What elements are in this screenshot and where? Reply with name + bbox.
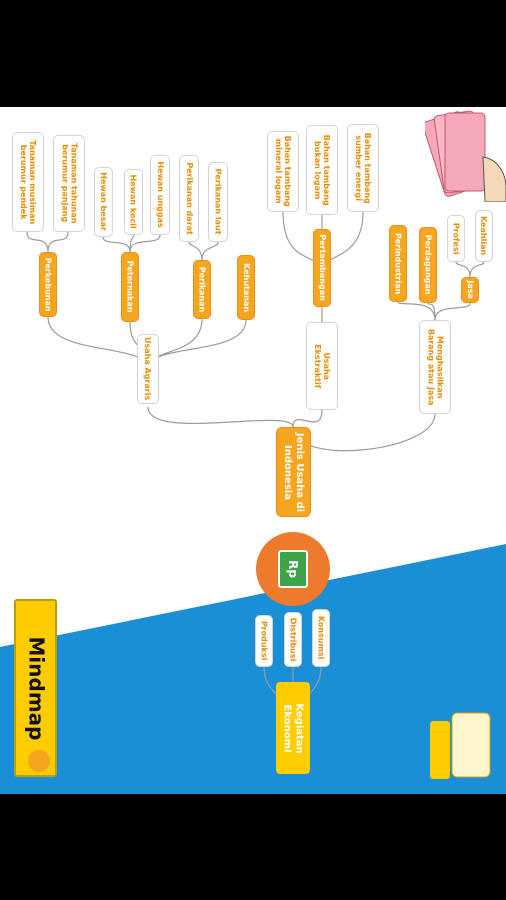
group-peternakan-label: Peternakan [125, 261, 135, 313]
logo-badge [451, 712, 491, 778]
group-perdagangan: Perdagangan [419, 227, 437, 303]
blue-wave-shape [0, 544, 506, 794]
kegiatan-ekonomi-title: Kegiatan Ekonomi [276, 682, 310, 774]
logo-shape [430, 721, 450, 779]
group-jasa-label: Jasa [465, 280, 475, 300]
kegiatan-ekonomi-label: Kegiatan Ekonomi [282, 702, 305, 754]
rp-text: Rp [286, 560, 300, 578]
group-perkebunan: Perkebunan [39, 252, 57, 317]
group-perindustrian-label: Perindustrian [393, 232, 403, 295]
leaf-perikanan-laut: Perikanan laut [208, 162, 228, 242]
leaf-bahan-energi-label: Bahan tambang sumber energi [354, 132, 373, 204]
money-icon: Rp [256, 532, 330, 606]
group-perkebunan-label: Perkebunan [43, 257, 53, 312]
branch-agraris-label: Usaha Agraris [143, 337, 153, 401]
leaf-keahlian-label: Keahlian [479, 216, 489, 256]
kegiatan-produksi-label: Produksi [259, 621, 269, 661]
leaf-keahlian: Keahlian [475, 210, 493, 262]
mango-icon [28, 750, 50, 772]
branch-ekstraktif-label: Usaha Ekstraktif [313, 343, 332, 389]
kegiatan-distribusi-label: Distribusi [288, 617, 298, 662]
group-peternakan: Peternakan [121, 252, 139, 322]
kegiatan-produksi: Produksi [255, 615, 273, 667]
leaf-hewan-unggas: Hewan unggas [150, 155, 170, 235]
branch-barang-jasa-label: Menghasilkan Barang atau Jasa [426, 328, 445, 406]
leaf-perikanan-darat: Perikanan darat [179, 155, 199, 242]
leaf-bahan-mineral: Bahan tambang mineral logam [267, 131, 299, 212]
leaf-hewan-besar-label: Hewan besar [99, 172, 109, 232]
rp-badge: Rp [278, 550, 308, 588]
leaf-hewan-besar: Hewan besar [94, 167, 113, 237]
root-label: Jenis Usaha di Indonesia [282, 432, 306, 512]
leaf-profesi: Profesi [447, 215, 465, 262]
kegiatan-konsumsi-label: Konsumsi [316, 616, 326, 660]
leaf-bahan-bukan-label: Bahan tambang bukan logam [313, 134, 332, 206]
group-jasa: Jasa [461, 277, 479, 303]
kegiatan-distribusi: Distribusi [284, 612, 302, 667]
group-pertambangan: Pertambangan [313, 229, 331, 307]
branch-agraris: Usaha Agraris [137, 334, 159, 404]
branch-ekstraktif: Usaha Ekstraktif [306, 322, 338, 410]
leaf-tanaman-pendek-label: Tanaman musiman berumur pendek [19, 139, 38, 225]
group-perikanan: Perikanan [193, 260, 211, 319]
group-kehutanan: Kehutanan [237, 255, 255, 320]
leaf-hewan-kecil: Hewan kecil [124, 169, 143, 235]
leaf-perikanan-darat-label: Perikanan darat [184, 162, 194, 235]
mindmap-canvas: Mindmap Rp Jenis Usaha di Indonesia Usah… [0, 107, 506, 794]
money-hand-illustration [425, 110, 506, 202]
hand-icon [482, 156, 506, 202]
mindmap-title-card: Mindmap [14, 599, 57, 777]
leaf-tanaman-panjang: Tanaman tahunan berumur panjang [53, 135, 85, 232]
leaf-tanaman-pendek: Tanaman musiman berumur pendek [12, 132, 44, 232]
branch-barang-jasa: Menghasilkan Barang atau Jasa [419, 320, 451, 414]
leaf-bahan-bukan: Bahan tambang bukan logam [306, 125, 338, 215]
group-perikanan-label: Perikanan [197, 266, 207, 313]
leaf-tanaman-panjang-label: Tanaman tahunan berumur panjang [60, 143, 79, 224]
group-pertambangan-label: Pertambangan [317, 234, 327, 302]
leaf-bahan-mineral-label: Bahan tambang mineral logam [274, 135, 293, 208]
leaf-perikanan-laut-label: Perikanan laut [213, 169, 223, 235]
group-kehutanan-label: Kehutanan [241, 263, 251, 312]
kegiatan-konsumsi: Konsumsi [312, 609, 330, 667]
root-node: Jenis Usaha di Indonesia [276, 427, 311, 517]
group-perdagangan-label: Perdagangan [423, 235, 433, 295]
banknote-fan-icon [425, 110, 486, 197]
leaf-hewan-unggas-label: Hewan unggas [155, 161, 165, 229]
group-perindustrian: Perindustrian [389, 225, 407, 302]
leaf-bahan-energi: Bahan tambang sumber energi [347, 124, 379, 212]
mindmap-title: Mindmap [24, 636, 48, 740]
leaf-profesi-label: Profesi [451, 222, 461, 255]
logo-illustration [430, 712, 491, 779]
leaf-hewan-kecil-label: Hewan kecil [129, 174, 139, 230]
